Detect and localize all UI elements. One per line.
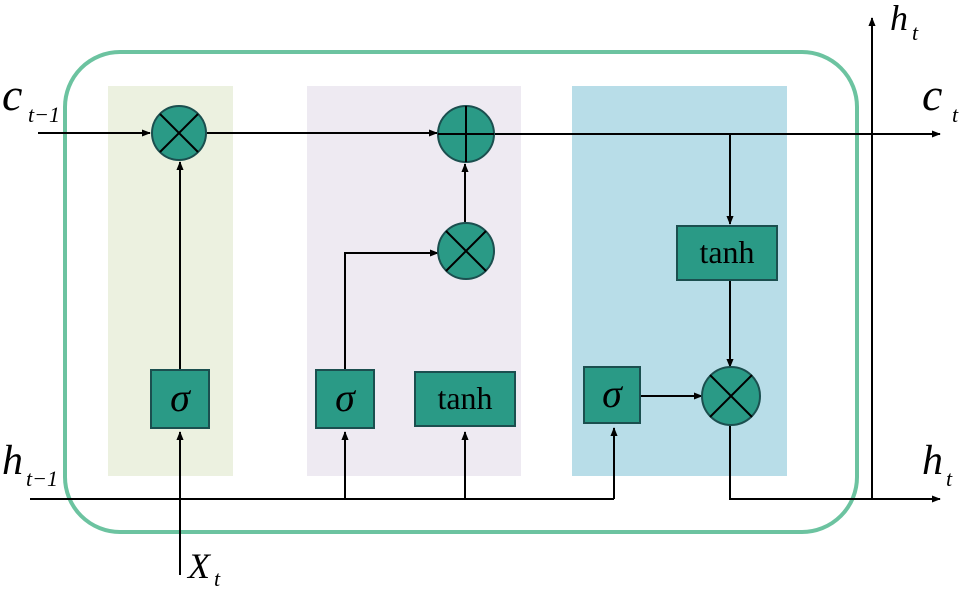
lstm-cell-border [63, 50, 859, 534]
svg-text:t: t [952, 102, 959, 127]
cell-tanh-gate: tanh [676, 225, 778, 281]
input-sigma-gate: σ [315, 369, 375, 429]
svg-text:σ: σ [335, 375, 356, 420]
svg-text:X: X [186, 546, 212, 586]
label-h-t-right: h t [922, 438, 953, 491]
svg-text:t: t [946, 466, 953, 491]
svg-text:σ: σ [602, 371, 623, 416]
svg-text:t: t [214, 566, 221, 590]
input-multiply-icon [437, 222, 495, 280]
svg-text:tanh: tanh [437, 380, 492, 416]
svg-text:c: c [2, 69, 22, 120]
label-c-prev: c t−1 [2, 69, 60, 127]
forget-multiply-icon [151, 105, 207, 161]
label-h-t-top: h t [890, 0, 919, 45]
label-c-t: c t [922, 69, 959, 127]
svg-text:tanh: tanh [699, 234, 754, 270]
label-x-t: X t [186, 546, 221, 590]
svg-text:h: h [890, 0, 908, 38]
svg-text:t: t [912, 20, 919, 45]
input-sigma-to-multiply-wire [344, 249, 439, 370]
svg-text:h: h [922, 438, 943, 484]
input-tanh-gate: tanh [414, 371, 516, 427]
svg-text:c: c [922, 69, 942, 120]
forget-sigma-gate: σ [150, 369, 210, 429]
svg-text:σ: σ [170, 375, 191, 420]
cell-add-plus-icon [437, 105, 495, 163]
output-multiply-icon [701, 366, 761, 426]
label-h-prev: h t−1 [2, 438, 58, 491]
output-to-h-wire [729, 425, 941, 503]
svg-text:h: h [2, 438, 23, 484]
svg-text:t−1: t−1 [28, 102, 60, 127]
svg-text:t−1: t−1 [26, 466, 58, 491]
output-sigma-gate: σ [583, 366, 641, 424]
